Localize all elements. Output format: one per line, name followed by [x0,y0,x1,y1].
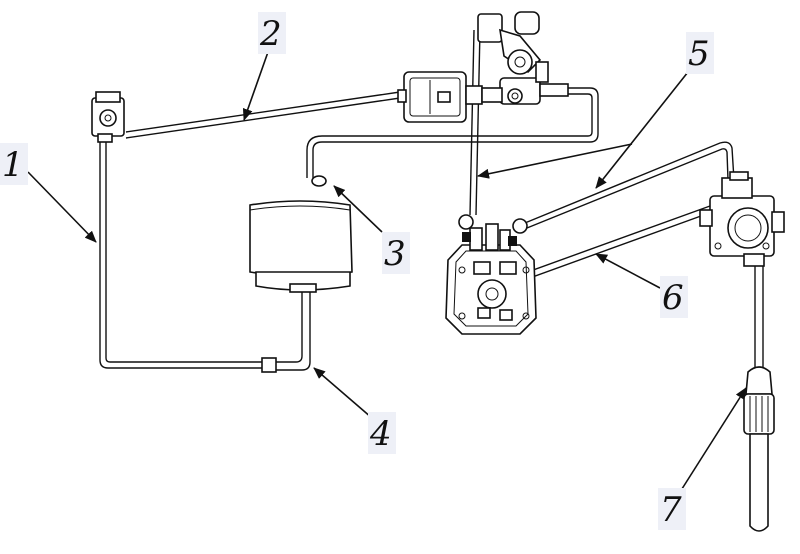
callout-2: 2 [258,12,286,54]
tube-5 [519,141,735,231]
pressure-switch [397,71,483,123]
callout-label-3: 3 [384,234,406,274]
leader-5 [595,71,689,189]
callout-3: 3 [382,232,410,274]
callout-label-1: 1 [2,145,24,185]
callout-5: 5 [686,32,714,74]
callout-7: 7 [658,488,686,530]
tube-1 [99,140,262,369]
water-tank [249,200,353,293]
leader-5b [477,143,633,179]
leader-1 [27,171,97,243]
callout-label-6: 6 [662,278,684,318]
steam-valve [699,171,785,267]
leader-4 [313,367,373,419]
callout-label-7: 7 [660,490,682,530]
leader-2 [242,51,269,121]
steam-wand [743,366,775,532]
callout-4: 4 [368,412,396,454]
callout-label-2: 2 [259,14,282,54]
callout-label-5: 5 [688,34,710,74]
tube-4 [261,290,311,373]
leader-7 [679,387,747,493]
callout-label-4: 4 [369,414,392,454]
callout-6: 6 [660,276,688,318]
callout-1: 1 [0,143,28,185]
tube-feed [469,29,481,216]
leader-6 [595,253,661,289]
pump-head [477,11,569,105]
filter-valve [91,91,125,143]
tube-3 [306,87,599,187]
tube-7 [754,256,764,370]
tube-2 [125,91,401,139]
thermoblock [445,214,537,335]
leader-3 [333,185,383,233]
